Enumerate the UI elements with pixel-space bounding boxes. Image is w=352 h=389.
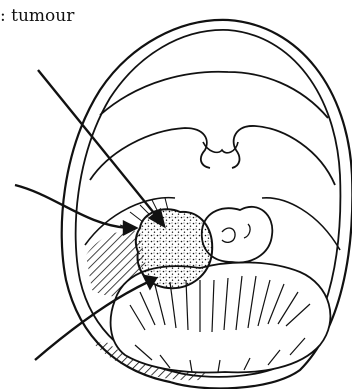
tumour-label: : tumour [0,6,74,26]
cerebellum [111,262,331,372]
